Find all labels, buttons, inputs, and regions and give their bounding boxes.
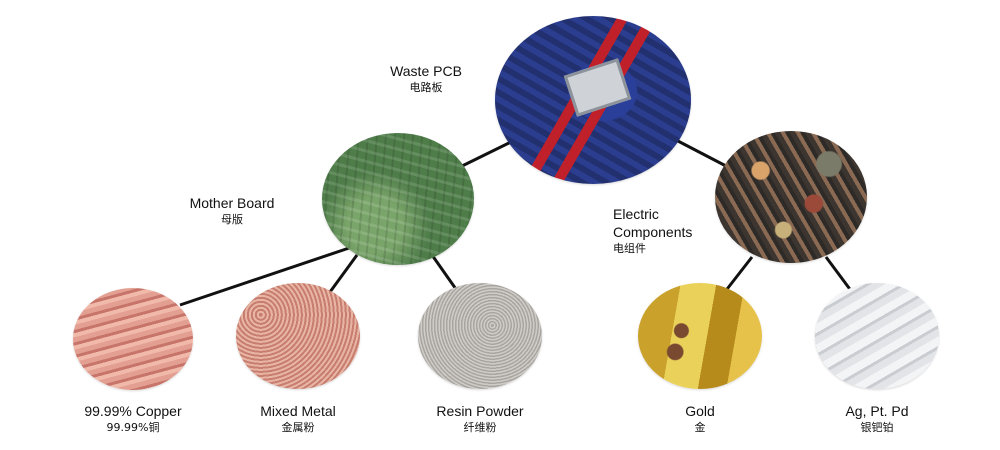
mixed-metal-label-zh: 金属粉 bbox=[281, 421, 315, 434]
gold-label: Gold 金 bbox=[638, 402, 762, 436]
waste-pcb-label: Waste PCB 电路板 bbox=[372, 62, 480, 96]
edge-comp-gold bbox=[722, 256, 754, 294]
ag-pt-pd-label: Ag, Pt. Pd 银钯铂 bbox=[815, 402, 939, 436]
electric-components-label-en-1: Electric bbox=[613, 206, 659, 222]
edge-pcb-comp bbox=[675, 138, 727, 168]
copper-label-en: 99.99% Copper bbox=[84, 403, 182, 419]
mixed-metal-label-en: Mixed Metal bbox=[260, 403, 336, 419]
waste-pcb-image bbox=[495, 16, 691, 184]
waste-pcb-label-zh: 电路板 bbox=[409, 81, 443, 94]
ag-pt-pd-label-en: Ag, Pt. Pd bbox=[845, 403, 909, 419]
electric-components-image bbox=[715, 131, 867, 263]
electric-components-label: Electric Components 电组件 bbox=[613, 205, 709, 257]
waste-pcb-label-en: Waste PCB bbox=[390, 63, 462, 79]
copper-label-zh: 99.99%铜 bbox=[106, 421, 160, 434]
edge-comp-silver bbox=[824, 256, 854, 293]
edge-board-metal bbox=[328, 254, 359, 293]
electric-components-label-zh: 电组件 bbox=[613, 242, 646, 255]
ag-pt-pd-image bbox=[815, 283, 939, 389]
resin-powder-image bbox=[418, 283, 542, 389]
mother-board-label: Mother Board 母版 bbox=[174, 194, 290, 228]
resin-powder-label-en: Resin Powder bbox=[436, 403, 524, 419]
mixed-metal-label: Mixed Metal 金属粉 bbox=[236, 402, 360, 436]
copper-image bbox=[73, 288, 193, 390]
ag-pt-pd-label-zh: 银钯铂 bbox=[860, 421, 894, 434]
copper-label: 99.99% Copper 99.99%铜 bbox=[60, 402, 206, 436]
resin-powder-label: Resin Powder 纤维粉 bbox=[418, 402, 542, 436]
resin-powder-label-zh: 纤维粉 bbox=[463, 421, 497, 434]
electric-components-label-en-2: Components bbox=[613, 224, 693, 240]
edge-pcb-board bbox=[457, 138, 516, 170]
edge-board-resin bbox=[430, 254, 460, 293]
gold-label-en: Gold bbox=[685, 403, 715, 419]
gold-image bbox=[638, 283, 762, 389]
mother-board-label-zh: 母版 bbox=[221, 213, 243, 226]
mother-board-label-en: Mother Board bbox=[189, 195, 275, 211]
mother-board-image bbox=[322, 133, 474, 265]
gold-label-zh: 金 bbox=[694, 421, 706, 434]
edge-board-copper bbox=[179, 243, 359, 307]
mixed-metal-image bbox=[236, 283, 360, 389]
